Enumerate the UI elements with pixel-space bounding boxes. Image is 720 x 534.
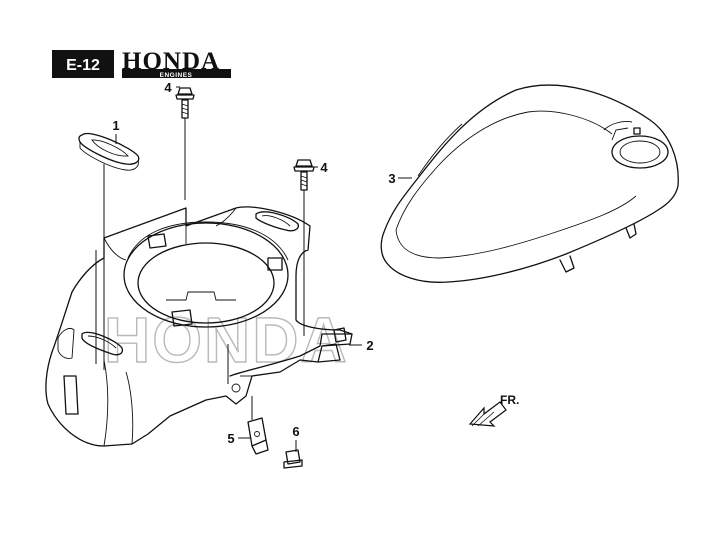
clip-part <box>247 417 269 455</box>
callout-5: 5 <box>227 431 234 446</box>
section-code: E-12 <box>66 57 100 74</box>
callout-3: 3 <box>388 171 395 186</box>
flange-bolt-side-part <box>293 159 315 191</box>
screw-part <box>283 449 303 469</box>
brand-sub: ENGINES <box>160 72 193 79</box>
callout-6: 6 <box>292 424 299 439</box>
fan-cover-part <box>45 206 353 447</box>
callout-4-upper: 4 <box>164 80 172 95</box>
callout-4-side: 4 <box>320 160 328 175</box>
section-tag: E-12 <box>52 50 114 78</box>
top-cover-part <box>380 84 679 283</box>
leader-lines <box>95 86 412 452</box>
callout-2: 2 <box>366 338 373 353</box>
grommet-part <box>78 132 140 171</box>
front-direction-label: FR. <box>500 393 519 407</box>
callout-1: 1 <box>112 118 119 133</box>
watermark: HONDA <box>104 304 349 376</box>
front-direction-arrow: FR. <box>468 393 519 427</box>
honda-engines-logo: HONDA ENGINES <box>122 48 231 79</box>
flange-bolt-upper-part <box>175 87 195 119</box>
